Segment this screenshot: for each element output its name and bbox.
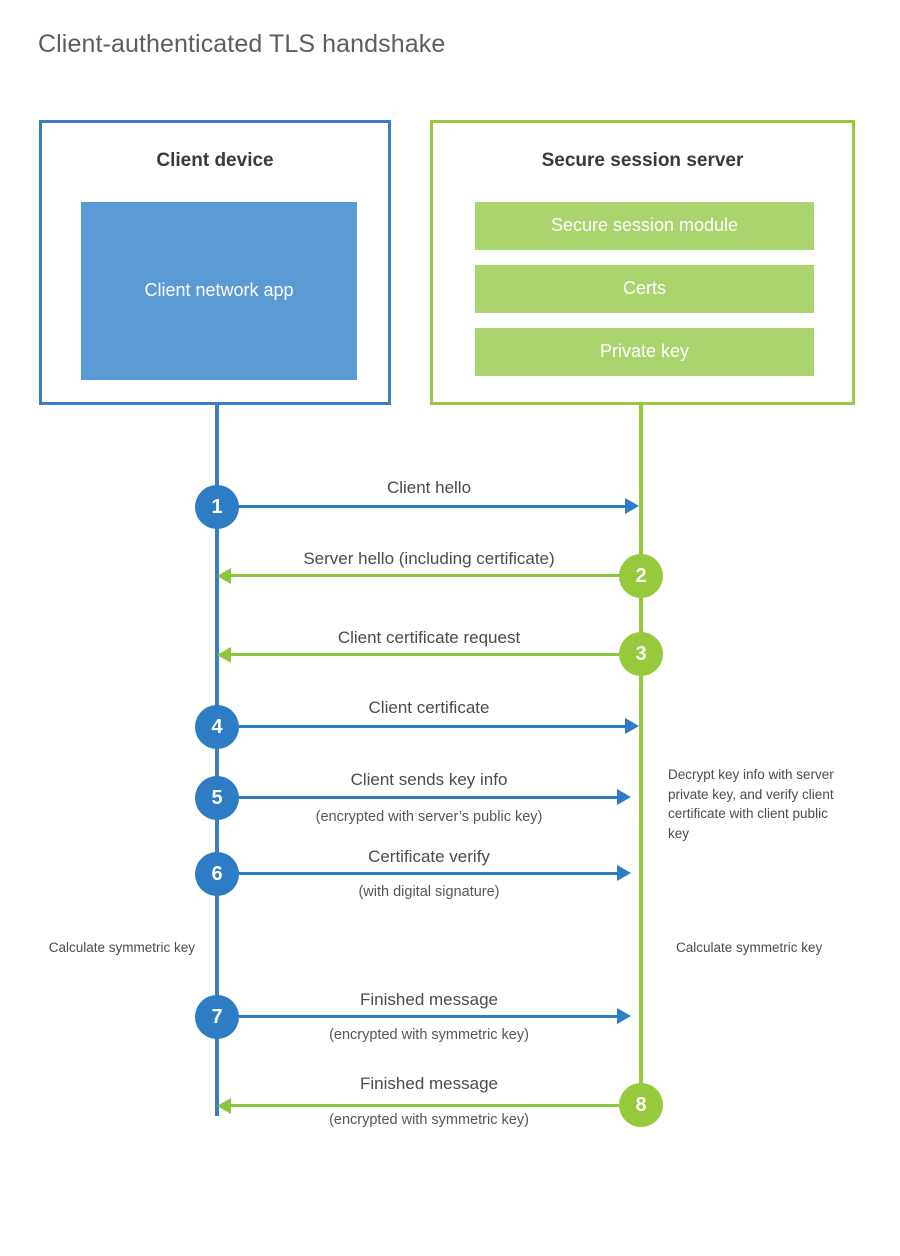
page-title: Client-authenticated TLS handshake: [38, 30, 446, 58]
server-decrypt-note: Decrypt key info with server private key…: [668, 767, 834, 841]
step-6-arrow-line: [217, 872, 617, 875]
step-4-arrow-line: [217, 725, 625, 728]
step-3-arrow-head-icon: [217, 647, 231, 663]
server-lifeline: [639, 402, 643, 1106]
step-2-arrow-line: [229, 574, 641, 577]
step-3-badge[interactable]: 3: [619, 632, 663, 676]
step-6-badge[interactable]: 6: [195, 852, 239, 896]
step-7-label: Finished message: [360, 990, 498, 1009]
step-4-badge[interactable]: 4: [195, 705, 239, 749]
step-4-arrow-head-icon: [625, 718, 639, 734]
step-2-arrow-head-icon: [217, 568, 231, 584]
step-3-label: Client certificate request: [337, 628, 521, 647]
step-8-arrow-head-icon: [217, 1098, 231, 1114]
step-8-label: Finished message: [360, 1074, 498, 1093]
step-1-badge[interactable]: 1: [195, 485, 239, 529]
step-2-label: Server hello (including certificate): [303, 549, 555, 568]
client-lifeline: [215, 402, 219, 1116]
private-key-block: Private key: [475, 328, 814, 376]
step-6-label: Certificate verify: [368, 847, 490, 866]
step-3-arrow-line: [229, 653, 641, 656]
step-1-label: Client hello: [386, 478, 472, 497]
step-5-arrow-line: [217, 796, 617, 799]
step-8-sublabel: (encrypted with symmetric key): [329, 1112, 529, 1128]
step-5-badge[interactable]: 5: [195, 776, 239, 820]
certs-block: Certs: [475, 265, 814, 313]
step-1-arrow-line: [217, 505, 625, 508]
step-7-arrow-line: [217, 1015, 617, 1018]
step-1-arrow-head-icon: [625, 498, 639, 514]
step-5-arrow-head-icon: [617, 789, 631, 805]
step-7-badge[interactable]: 7: [195, 995, 239, 1039]
step-5-label: Client sends key info: [350, 770, 508, 789]
step-8-badge[interactable]: 8: [619, 1083, 663, 1127]
step-8-arrow-line: [229, 1104, 641, 1107]
step-2-badge[interactable]: 2: [619, 554, 663, 598]
step-7-arrow-head-icon: [617, 1008, 631, 1024]
client-device-title: Client device: [156, 150, 274, 171]
step-5-sublabel: (encrypted with server’s public key): [315, 809, 543, 825]
secure-session-server-title: Secure session server: [541, 150, 744, 171]
server-calculate-symmetric-key-note: Calculate symmetric key: [676, 940, 823, 955]
step-4-label: Client certificate: [368, 698, 490, 717]
client-device-box: Client device Client network app: [39, 120, 391, 405]
secure-session-module-block: Secure session module: [475, 202, 814, 250]
step-6-arrow-head-icon: [617, 865, 631, 881]
step-6-sublabel: (with digital signature): [358, 884, 500, 900]
secure-session-server-box: Secure session server Secure session mod…: [430, 120, 855, 405]
client-network-app-block: Client network app: [81, 202, 357, 380]
client-calculate-symmetric-key-note: Calculate symmetric key: [48, 940, 195, 955]
step-7-sublabel: (encrypted with symmetric key): [329, 1027, 529, 1043]
